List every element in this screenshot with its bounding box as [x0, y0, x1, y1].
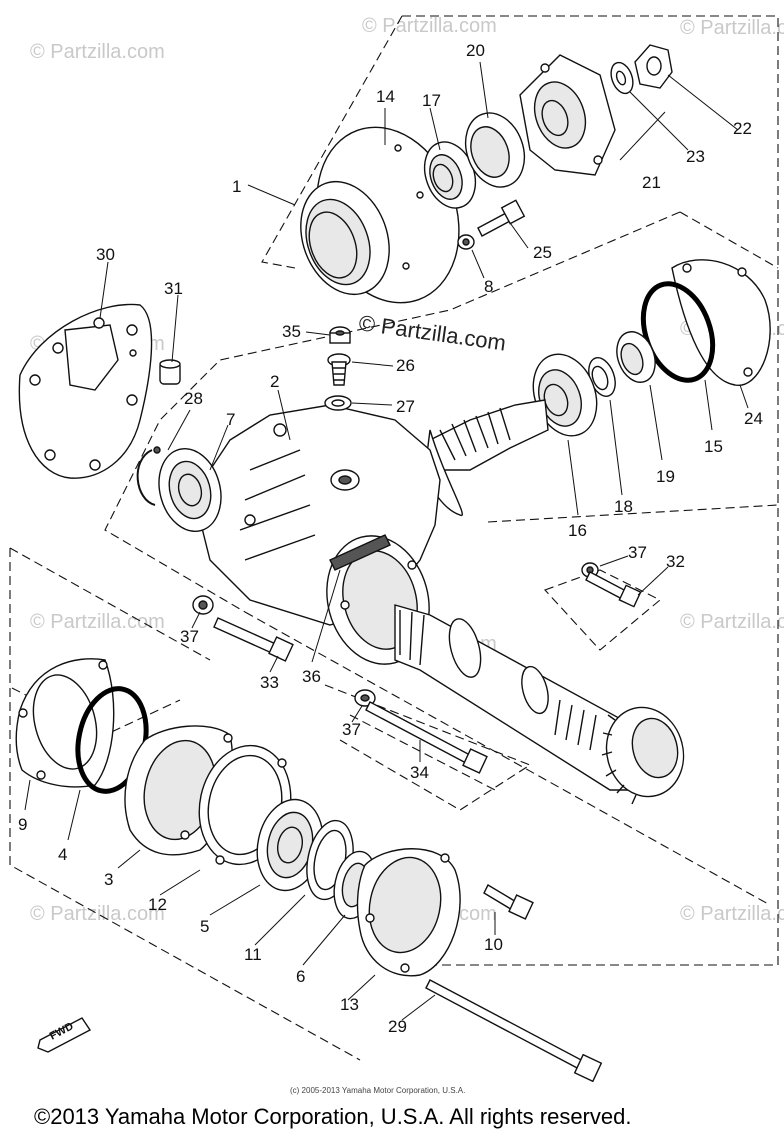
callout-36: 36 [302, 667, 321, 686]
watermark: © Partzilla.com [30, 903, 165, 925]
callout-13: 13 [340, 995, 359, 1014]
callout-12: 12 [148, 895, 167, 914]
watermark: © Partzilla.com [680, 611, 784, 633]
part-33-bolt[interactable] [213, 617, 294, 662]
part-26-breather[interactable] [327, 353, 351, 386]
callout-20: 20 [466, 41, 485, 60]
part-29-bolt[interactable] [425, 979, 603, 1083]
callout-33: 33 [260, 673, 279, 692]
part-9-gasket[interactable] [15, 658, 115, 788]
callout-labels: 1 2 3 4 5 6 7 8 9 10 11 12 13 14 15 16 1… [18, 41, 763, 1036]
callout-6: 6 [296, 967, 305, 986]
callout-31: 31 [164, 279, 183, 298]
part-14-housing[interactable] [286, 107, 483, 323]
part-7-bearing[interactable] [150, 442, 230, 539]
callout-1: 1 [232, 177, 241, 196]
drive-shaft[interactable] [394, 604, 693, 805]
ring-gear-assembly[interactable] [424, 399, 549, 516]
callout-2: 2 [270, 372, 279, 391]
callout-37: 37 [180, 627, 199, 646]
callout-30: 30 [96, 245, 115, 264]
callout-21: 21 [642, 173, 661, 192]
callout-28: 28 [184, 389, 203, 408]
callout-37: 37 [342, 720, 361, 739]
part-8-washer[interactable] [457, 234, 475, 250]
callout-8: 8 [484, 277, 493, 296]
callout-29: 29 [388, 1017, 407, 1036]
part-17-bearing[interactable] [416, 135, 484, 215]
part-32-bolt[interactable] [585, 571, 642, 608]
part-21-flange[interactable] [519, 54, 616, 176]
callout-24: 24 [744, 409, 763, 428]
callout-9: 9 [18, 815, 27, 834]
callout-35: 35 [282, 322, 301, 341]
callout-4: 4 [58, 845, 67, 864]
part-27-washer[interactable] [324, 395, 352, 411]
callout-5: 5 [200, 917, 209, 936]
part-30-gasket[interactable] [18, 303, 153, 479]
callout-27: 27 [396, 397, 415, 416]
part-20-seal[interactable] [456, 105, 535, 196]
dashed-boundaries [9, 15, 779, 1061]
callout-10: 10 [484, 935, 503, 954]
part-25-bolt[interactable] [477, 199, 526, 237]
callout-22: 22 [733, 119, 752, 138]
callout-17: 17 [422, 91, 441, 110]
callout-14: 14 [376, 87, 395, 106]
callout-7: 7 [226, 410, 235, 429]
part-28-circlip[interactable] [136, 446, 161, 506]
callout-34: 34 [410, 763, 429, 782]
callout-19: 19 [656, 467, 675, 486]
part-24-gasket[interactable] [671, 259, 771, 386]
small-copyright: (c) 2005-2013 Yamaha Motor Corporation, … [290, 1086, 465, 1095]
callout-16: 16 [568, 521, 587, 540]
part-10-bolt[interactable] [483, 884, 534, 920]
watermark: © Partzilla.com [680, 903, 784, 925]
watermark: © Partzilla.com [30, 611, 165, 633]
part-16-bearing[interactable] [522, 345, 607, 444]
callout-3: 3 [104, 870, 113, 889]
footer-copyright: ©2013 Yamaha Motor Corporation, U.S.A. A… [34, 1104, 631, 1129]
callout-37: 37 [628, 543, 647, 562]
part-37-washer-left[interactable] [192, 595, 214, 615]
watermark: © Partzilla.com [680, 17, 784, 39]
leader-lines [24, 61, 749, 1021]
center-watermark: © Partzilla.com [357, 310, 507, 355]
callout-11: 11 [244, 945, 262, 964]
fwd-arrow-icon: FWD [37, 1017, 92, 1053]
part-23-washer[interactable] [607, 60, 637, 97]
part-22-nut[interactable] [634, 44, 673, 89]
callout-15: 15 [704, 437, 723, 456]
part-34-bolt[interactable] [365, 701, 488, 774]
part-35-cap[interactable] [329, 326, 351, 344]
part-31-collar[interactable] [159, 359, 181, 385]
callout-32: 32 [666, 552, 685, 571]
callout-18: 18 [614, 497, 633, 516]
callout-23: 23 [686, 147, 705, 166]
callout-25: 25 [533, 243, 552, 262]
callout-26: 26 [396, 356, 415, 375]
part-19-oil-seal[interactable] [610, 326, 662, 387]
watermark: © Partzilla.com [30, 41, 165, 63]
watermark: © Partzilla.com [362, 15, 497, 37]
part-13-cover[interactable] [356, 848, 461, 977]
